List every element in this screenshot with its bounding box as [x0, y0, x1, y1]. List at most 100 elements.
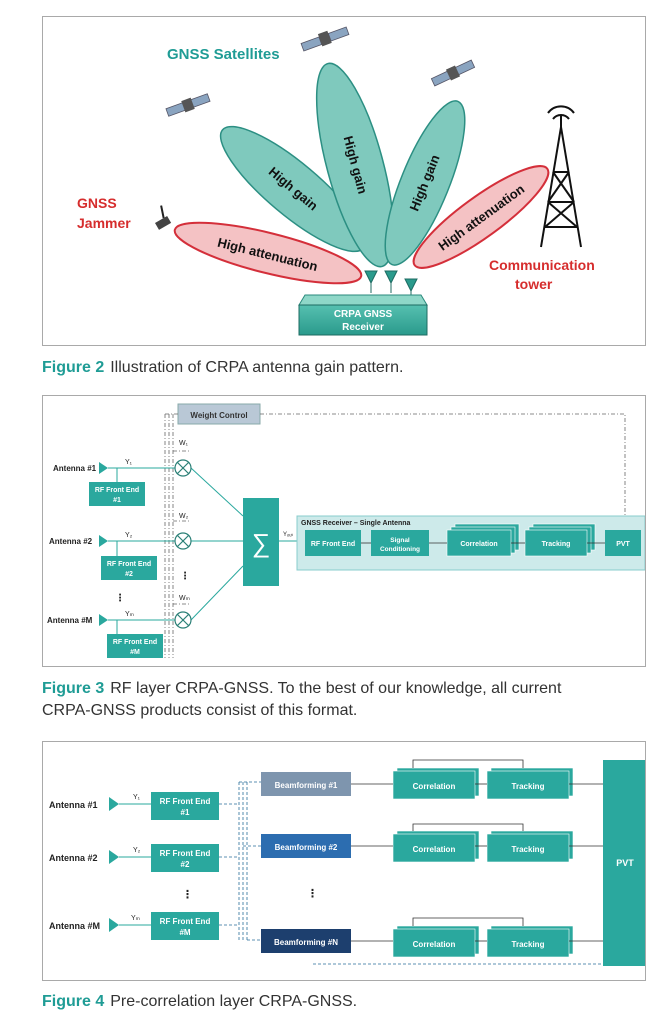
beamforming-2-label: Beamforming #2 — [275, 843, 338, 852]
ellipsis-dots: ⋮ — [307, 888, 318, 900]
pre-correlation-block-diagram: Antenna #1 Antenna #2 Antenna #M Y₁ Y₂ Y… — [49, 759, 645, 966]
figure-4-label: Figure 4 — [42, 993, 105, 1010]
correlation-row-n — [392, 925, 480, 958]
satellite-icon — [300, 26, 350, 52]
rf-front-end-1-block — [151, 792, 219, 820]
figure-3-caption-text: RF layer CRPA-GNSS. To the best of our k… — [42, 680, 562, 719]
ym-label: Yₘ — [125, 611, 134, 618]
y1-label: Y₁ — [133, 794, 141, 801]
rf-layer-block-diagram: Weight Control Antenna #1 Antenna #2 Ant… — [47, 403, 645, 658]
rf-front-end-2-block — [151, 844, 219, 872]
correlation-row-1 — [392, 767, 480, 800]
antenna-2-label: Antenna #2 — [49, 537, 93, 546]
rf-front-end-m-number: #M — [179, 928, 190, 937]
communication-tower-icon — [540, 105, 582, 248]
yout-label: Yₒᵤₜ — [283, 532, 294, 538]
tracking-2-label: Tracking — [512, 845, 545, 854]
correlation-n-label: Correlation — [413, 940, 456, 949]
tower-label-line2: tower — [515, 276, 553, 292]
y2-label: Y₂ — [125, 532, 133, 539]
tracking-row-1 — [486, 767, 574, 800]
bus-lines — [219, 781, 603, 965]
crpa-receiver-box: CRPA GNSS Receiver — [298, 294, 428, 336]
beamforming-1-label: Beamforming #1 — [275, 781, 338, 790]
figure-3-label: Figure 3 — [42, 680, 105, 697]
lobe-gain-1: High gain — [219, 125, 367, 253]
lobe-gain-3: High gain — [384, 100, 466, 266]
rf-front-end-1-label: RF Front End — [160, 797, 211, 806]
rf-front-end-m-block — [107, 634, 163, 658]
ellipsis-dots: ⋮ — [115, 593, 125, 604]
y2-label: Y₂ — [133, 847, 141, 854]
correlation-2-label: Correlation — [413, 845, 456, 854]
multiplier-icons — [174, 459, 192, 629]
antenna-2-icon — [109, 850, 119, 864]
jammer-label-line2: Jammer — [77, 215, 131, 231]
rf-front-end-2-number: #2 — [181, 860, 190, 869]
figure-2-caption-text: Illustration of CRPA antenna gain patter… — [110, 359, 404, 376]
pvt-label: PVT — [616, 858, 634, 868]
pvt-block — [605, 530, 641, 556]
antenna-1-label: Antenna #1 — [49, 800, 98, 810]
antenna-1-icon — [109, 797, 119, 811]
tracking-row-2 — [486, 830, 574, 863]
correlation-row-2 — [392, 830, 480, 863]
crpa-gain-pattern-diagram: GNSS Satellites High attenuation High ga… — [77, 26, 595, 336]
summation-block — [243, 498, 279, 586]
weight-control-label: Weight Control — [190, 411, 247, 420]
satellite-icon — [165, 93, 211, 117]
correlation-block-stack — [446, 523, 520, 557]
figure-2-caption: Figure 2 Illustration of CRPA antenna gai… — [42, 357, 403, 379]
signal-label: Signal — [390, 537, 410, 544]
beamforming-n-block — [261, 929, 351, 953]
antenna-m-icon — [99, 614, 108, 626]
rf-front-end-1-block — [89, 482, 145, 506]
beamforming-1-block — [261, 772, 351, 796]
antenna-m-icon — [109, 918, 119, 932]
jammer-icon — [155, 205, 172, 230]
satellites-label: GNSS Satellites — [167, 46, 280, 63]
w2-label: W₂ — [179, 513, 189, 520]
chain-arrows — [351, 759, 603, 942]
antenna-2-icon — [99, 535, 108, 547]
receiver-title: GNSS Receiver – Single Antenna — [301, 520, 411, 527]
signal-lines — [108, 467, 299, 634]
tracking-1-label: Tracking — [512, 782, 545, 791]
figure-4-panel: Antenna #1 Antenna #2 Antenna #M Y₁ Y₂ Y… — [42, 741, 646, 981]
rf-front-end-m-label: RF Front End — [113, 639, 157, 646]
antenna-m-label: Antenna #M — [49, 921, 100, 931]
w1-label: W₁ — [179, 440, 189, 447]
antenna-lines — [119, 803, 151, 926]
wm-label: Wₘ — [179, 595, 190, 602]
figure-2-panel: GNSS Satellites High attenuation High ga… — [42, 16, 646, 346]
ellipsis-dots: ⋮ — [182, 889, 193, 901]
figure-3-panel: Weight Control Antenna #1 Antenna #2 Ant… — [42, 395, 646, 667]
conditioning-label: Conditioning — [380, 546, 420, 553]
ellipsis-dots: ⋮ — [180, 571, 190, 582]
rf-front-end-m-block — [151, 912, 219, 940]
receiver-label-line2: Receiver — [342, 322, 384, 333]
antenna-1-label: Antenna #1 — [53, 464, 97, 473]
rf-front-end-block — [305, 530, 361, 556]
rf-front-end-label: RF Front End — [311, 541, 355, 548]
correlation-1-label: Correlation — [413, 782, 456, 791]
jammer-label-line1: GNSS — [77, 195, 117, 211]
rf-front-end-2-number: #2 — [125, 571, 133, 578]
y1-label: Y₁ — [125, 459, 133, 466]
rf-front-end-1-number: #1 — [113, 497, 121, 504]
ym-label: Yₘ — [131, 915, 140, 922]
tracking-block-stack — [524, 523, 596, 557]
rf-front-end-1-number: #1 — [181, 808, 190, 817]
signal-conditioning-block — [371, 530, 429, 556]
summation-icon: ∑ — [252, 528, 271, 558]
satellite-icon — [430, 59, 476, 87]
beamforming-2-block — [261, 834, 351, 858]
correlation-label: Correlation — [460, 541, 497, 548]
figure-2-label: Figure 2 — [42, 359, 105, 376]
pvt-block — [603, 760, 645, 966]
rf-front-end-2-label: RF Front End — [107, 561, 151, 568]
pvt-label: PVT — [616, 541, 630, 548]
receiver-label-line1: CRPA GNSS — [334, 309, 393, 320]
